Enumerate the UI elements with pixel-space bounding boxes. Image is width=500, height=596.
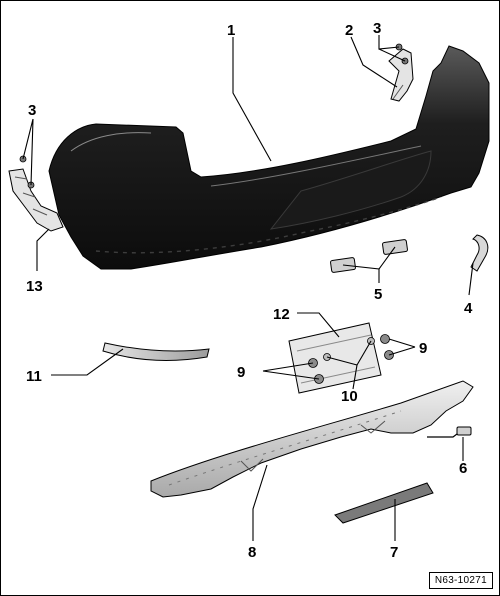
leader-lines	[22, 35, 474, 541]
figure-reference-id: N63-10271	[428, 572, 493, 589]
callout-10: 10	[341, 388, 358, 405]
callout-9-left: 9	[237, 364, 245, 381]
callout-4: 4	[464, 300, 473, 317]
callout-11: 11	[26, 368, 42, 385]
rear-light	[334, 482, 434, 524]
callout-5: 5	[374, 286, 382, 303]
callout-8: 8	[248, 544, 256, 561]
diffuser	[150, 380, 474, 498]
bumper-cover	[48, 45, 490, 270]
callout-2: 2	[345, 22, 353, 39]
callout-1: 1	[227, 22, 235, 39]
callout-12: 12	[273, 306, 290, 323]
callout-3-right: 3	[373, 20, 381, 37]
callout-3-left: 3	[28, 102, 36, 119]
license-plate-bracket	[288, 322, 382, 394]
callout-13: 13	[26, 278, 43, 295]
callout-9-right: 9	[419, 340, 427, 357]
reflector-strip	[102, 342, 210, 361]
callout-labels: 1 2 3 3 4 5 6 7 8 9 9 10 11 12 13	[26, 20, 473, 561]
side-clip	[470, 234, 489, 272]
right-mounting-bracket	[388, 48, 414, 102]
callout-7: 7	[390, 544, 398, 561]
wiring-harness	[427, 426, 472, 438]
callout-6: 6	[459, 460, 467, 477]
